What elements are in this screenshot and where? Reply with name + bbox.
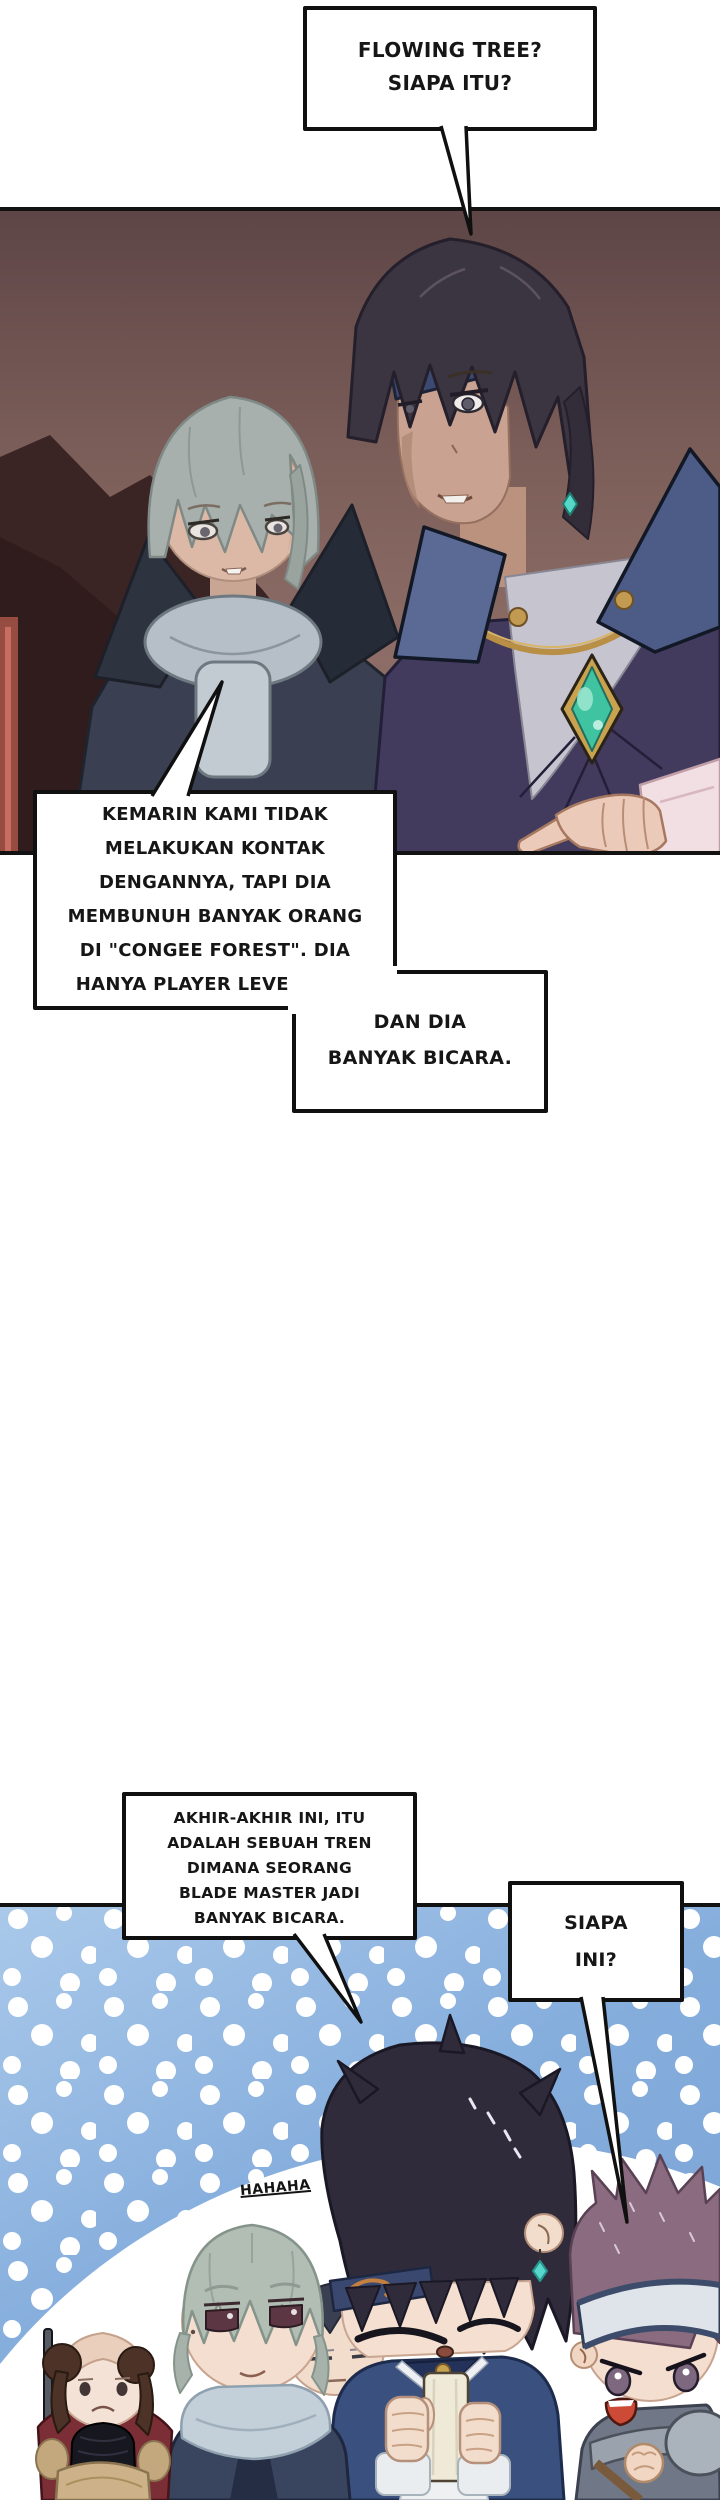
right-eye	[447, 370, 493, 414]
mole	[190, 2329, 196, 2335]
hair-strand	[284, 464, 309, 590]
collar-wing-left	[393, 525, 507, 664]
bubble-line: DIMANA SEORANG	[186, 1859, 353, 1877]
panel-1	[0, 207, 720, 855]
bubble-line: INI?	[574, 1949, 618, 1971]
worried-brows	[204, 2282, 301, 2293]
mouth	[239, 2369, 266, 2378]
bubble-line: ADALAH SEBUAH TREN	[167, 1834, 372, 1852]
bubble-line: DENGANNYA, TAPI DIA	[98, 872, 332, 893]
bangs	[345, 2277, 519, 2332]
closed-eyes	[354, 2318, 521, 2345]
bubble-line: BANYAK BICARA.	[327, 1047, 513, 1069]
hands	[384, 2395, 502, 2465]
bubble-line: AKHIR-AKHIR INI, ITU	[173, 1809, 366, 1827]
hand	[554, 793, 668, 855]
ear	[524, 2213, 564, 2253]
hair-highlights	[468, 2097, 522, 2159]
dark-hair	[346, 237, 594, 509]
bubble-line: SIAPA	[564, 1912, 628, 1934]
bubble-line: BANYAK BICARA.	[193, 1909, 346, 1927]
chibi-purple-spiky	[568, 2153, 720, 2500]
angry-eyes	[604, 2361, 700, 2397]
jaw-shadow	[401, 431, 420, 509]
protagonist-bust	[346, 237, 720, 855]
bubble-line: SIAPA ITU?	[387, 71, 513, 95]
bubble-line: HANYA PLAYER LEVEL 27...	[75, 974, 355, 995]
pauldron	[664, 2409, 720, 2477]
bubble-line: FLOWING TREE?	[357, 38, 543, 62]
chibi-grey-haired	[160, 2223, 352, 2500]
strap	[593, 2459, 643, 2500]
mouth	[436, 2345, 454, 2359]
frown-mouth	[91, 2405, 115, 2413]
mouth	[327, 2378, 347, 2383]
bubble-line: MELAKUKAN KONTAK	[104, 838, 326, 859]
cloak-folds	[519, 726, 663, 830]
chibi-armored-girl	[35, 2328, 174, 2500]
bubble-line: MEMBUNUH BANYAK ORANG	[67, 906, 363, 927]
speech-bubble-flowing-tree: FLOWING TREE? SIAPA ITU?	[303, 6, 597, 131]
earring	[532, 2249, 548, 2282]
speech-bubble-siapa-ini: SIAPA INI?	[508, 1881, 684, 2002]
eyes	[187, 515, 291, 541]
gem-pendant	[560, 653, 624, 765]
left-eye	[397, 399, 423, 413]
pointing-hand	[517, 757, 720, 855]
chest-armor	[54, 2461, 152, 2500]
bubble-merge-patch	[288, 966, 397, 1014]
teeth	[441, 494, 469, 504]
bubble-line: DAN DIA	[373, 1011, 467, 1033]
bubble-line: DI "CONGEE FOREST". DIA	[79, 940, 351, 961]
red-light-streak	[0, 617, 18, 855]
collar-button	[614, 590, 634, 610]
chibi-protagonist	[320, 2013, 578, 2500]
fist	[623, 2442, 665, 2484]
brow	[187, 501, 292, 511]
scarf-drape	[194, 660, 272, 779]
scarf	[180, 2383, 332, 2461]
speech-bubble-akhir: AKHIR-AKHIR INI, ITU ADALAH SEBUAH TREN …	[122, 1792, 417, 1940]
eyes	[77, 2377, 131, 2396]
speech-bubble-kemarin: KEMARIN KAMI TIDAK MELAKUKAN KONTAK DENG…	[33, 790, 397, 1010]
earring	[562, 485, 578, 516]
collar-button	[508, 607, 528, 627]
bubble-line: BLADE MASTER JADI	[178, 1884, 361, 1902]
nose	[451, 444, 458, 454]
bubble-line: KEMARIN KAMI TIDAK	[102, 804, 328, 825]
teeth	[225, 567, 243, 575]
worried-eyes	[203, 2297, 305, 2333]
speech-bubble-dan-dia: DAN DIA BANYAK BICARA.	[292, 970, 548, 1113]
panel-top-border	[0, 207, 720, 211]
angry-brows	[599, 2352, 707, 2376]
